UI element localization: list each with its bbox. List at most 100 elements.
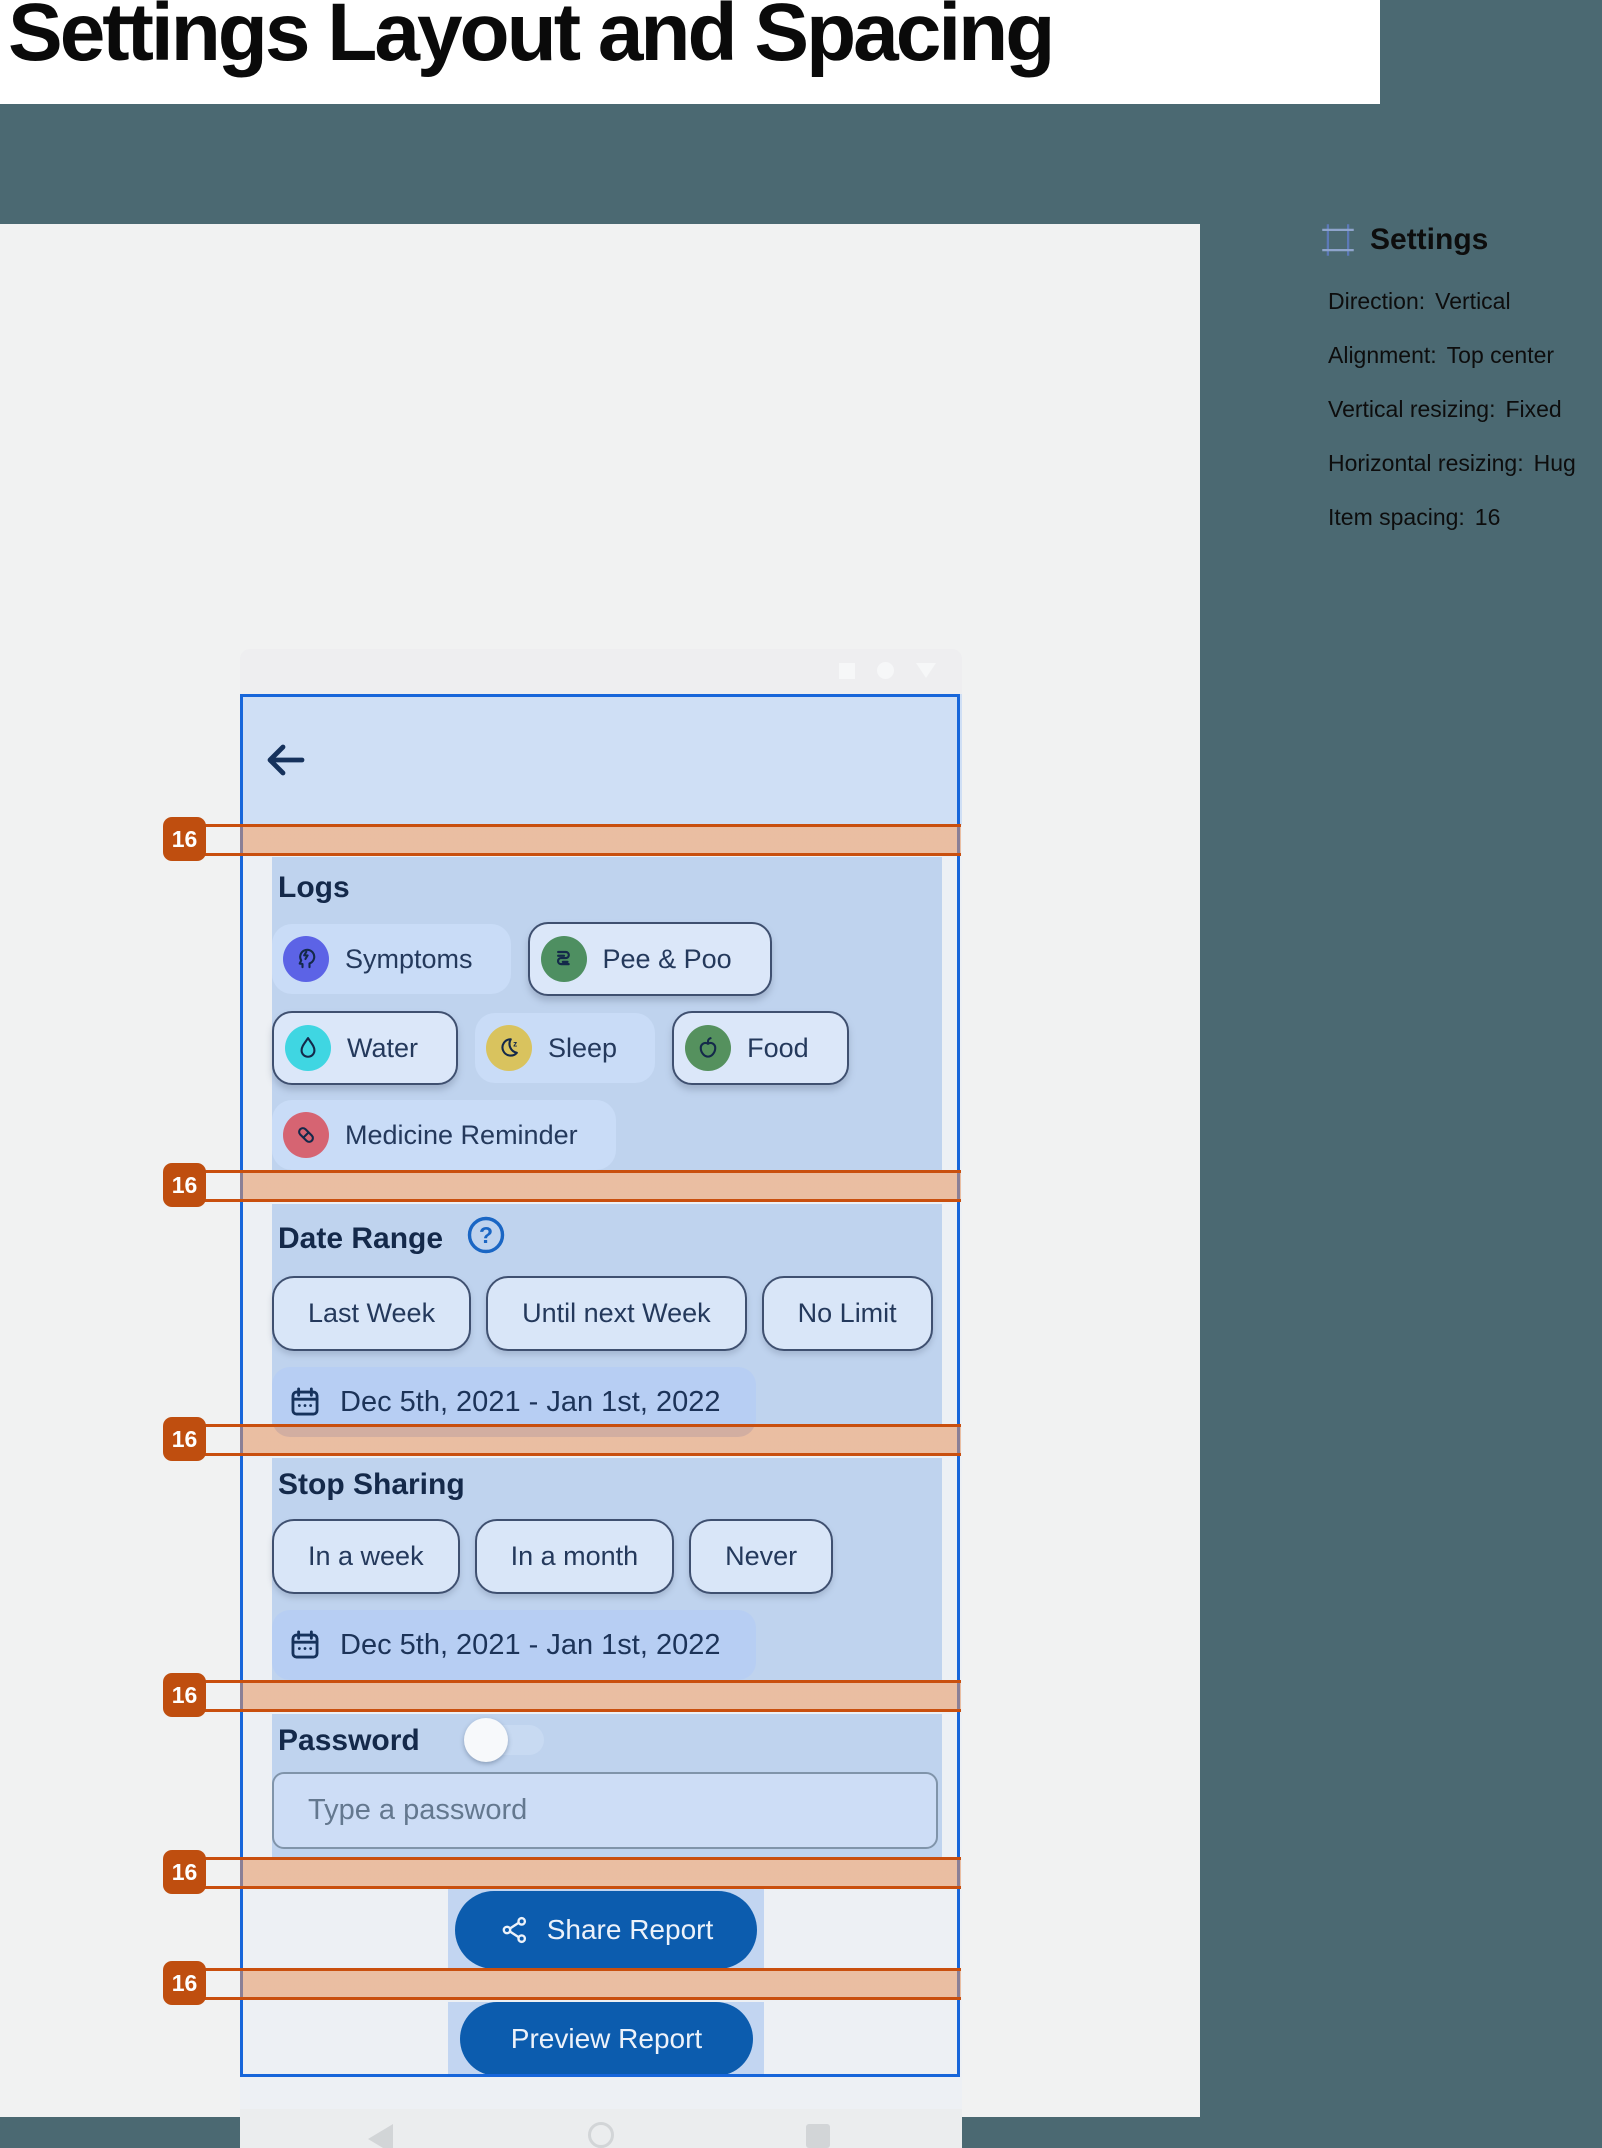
settings-inspector: Settings Direction: Vertical Alignment: To… <box>1320 222 1602 530</box>
option-no-limit[interactable]: No Limit <box>761 1276 933 1351</box>
svg-text:?: ? <box>479 1222 493 1248</box>
password-input[interactable]: Type a password <box>272 1772 938 1849</box>
share-icon <box>502 1916 526 1944</box>
chip-label: Medicine Reminder <box>345 1119 578 1150</box>
inspector-title: Settings <box>1370 223 1489 256</box>
chip-food[interactable]: Food <box>672 1011 849 1085</box>
droplet-icon <box>285 1025 331 1071</box>
spacing-band <box>204 1857 961 1889</box>
date-range-text: Dec 5th, 2021 - Jan 1st, 2022 <box>340 1385 721 1418</box>
spacing-band <box>204 1170 961 1202</box>
help-button[interactable]: ? <box>465 1214 507 1261</box>
preview-report-label: Preview Report <box>510 2023 703 2054</box>
inspector-row-vertical-resizing: Vertical resizing: Fixed <box>1328 396 1562 423</box>
spacing-marker: 16 <box>163 1961 206 2005</box>
status-circle-icon <box>877 662 894 679</box>
row-value: Vertical <box>1435 288 1511 314</box>
stop-sharing-options: In a week In a month Never <box>272 1519 942 1594</box>
chip-medicine-reminder[interactable]: Medicine Reminder <box>272 1100 616 1170</box>
logs-chip-row: Symptoms Pee & Poo <box>272 922 942 996</box>
spacing-band <box>204 1968 961 2000</box>
spacing-marker: 16 <box>163 1417 206 1461</box>
row-label: Vertical resizing: <box>1328 396 1496 422</box>
calendar-icon <box>291 1387 319 1416</box>
chip-label: Symptoms <box>345 943 473 974</box>
spacing-marker: 16 <box>163 1673 206 1717</box>
password-heading: Password <box>278 1724 420 1757</box>
chip-pee-poo[interactable]: Pee & Poo <box>527 922 772 996</box>
row-label: Horizontal resizing: <box>1328 450 1524 476</box>
chip-label: Food <box>747 1032 809 1063</box>
page-title: Settings Layout and Spacing <box>8 0 1055 78</box>
option-last-week[interactable]: Last Week <box>272 1276 472 1351</box>
date-range-heading: Date Range <box>278 1221 444 1255</box>
calendar-icon <box>291 1630 319 1659</box>
logs-heading: Logs <box>278 871 350 904</box>
back-button[interactable] <box>262 736 310 784</box>
logs-chip-row: Water z Sleep Food <box>272 1011 942 1085</box>
android-nav-bar <box>240 2109 962 2148</box>
status-square-icon <box>839 662 855 679</box>
moon-icon: z <box>486 1025 533 1071</box>
row-value: Fixed <box>1505 396 1562 422</box>
status-triangle-icon <box>916 663 936 678</box>
arrow-left-icon <box>267 744 305 776</box>
spacing-marker: 16 <box>163 1163 206 1207</box>
artboard-panel: Logs Symptoms Pee & Poo <box>0 224 1200 2148</box>
inspector-row-horizontal-resizing: Horizontal resizing: Hug <box>1328 450 1576 477</box>
option-never[interactable]: Never <box>689 1519 834 1594</box>
status-icons <box>839 662 936 679</box>
row-label: Item spacing: <box>1328 504 1465 530</box>
title-strip: Settings Layout and Spacing <box>0 0 1380 104</box>
question-mark-icon: ? <box>467 1216 505 1254</box>
section-logs: Logs Symptoms Pee & Poo <box>272 857 942 1172</box>
pill-icon <box>283 1112 329 1158</box>
spacing-marker: 16 <box>163 817 206 861</box>
row-label: Direction: <box>1328 288 1426 314</box>
toggle-knob <box>463 1718 508 1762</box>
row-label: Alignment: <box>1328 342 1437 368</box>
section-stop-sharing: Stop Sharing In a week In a month Never … <box>272 1458 942 1682</box>
stop-sharing-heading: Stop Sharing <box>278 1468 465 1501</box>
share-report-button[interactable]: Share Report <box>455 1891 757 1969</box>
head-lightning-icon <box>283 936 329 982</box>
logs-chip-row: Medicine Reminder <box>272 1100 942 1170</box>
chip-label: Water <box>347 1032 419 1063</box>
date-range-options: Last Week Until next Week No Limit <box>272 1276 942 1351</box>
chip-label: Pee & Poo <box>602 943 732 974</box>
inspector-row-alignment: Alignment: Top center <box>1328 342 1554 369</box>
auto-layout-frame-icon <box>1322 224 1354 256</box>
phone-mockup: Logs Symptoms Pee & Poo <box>240 649 962 2148</box>
share-report-label: Share Report <box>546 1914 714 1945</box>
nav-back-icon[interactable] <box>368 2124 393 2148</box>
nav-recents-icon[interactable] <box>806 2124 830 2148</box>
inspector-row-item-spacing: Item spacing: 16 <box>1328 504 1500 531</box>
app-header <box>240 694 962 825</box>
option-until-next-week[interactable]: Until next Week <box>486 1276 747 1351</box>
intestine-icon <box>540 936 587 982</box>
svg-text:z: z <box>513 1039 517 1048</box>
preview-report-button[interactable]: Preview Report <box>460 2002 753 2076</box>
row-value: Top center <box>1446 342 1555 368</box>
password-toggle[interactable] <box>463 1718 544 1762</box>
chip-sleep[interactable]: z Sleep <box>475 1013 656 1083</box>
row-value: 16 <box>1474 504 1501 530</box>
nav-home-icon[interactable] <box>588 2122 614 2148</box>
apple-icon <box>685 1025 732 1071</box>
inspector-row-direction: Direction: Vertical <box>1328 288 1511 315</box>
stop-sharing-date-value[interactable]: Dec 5th, 2021 - Jan 1st, 2022 <box>272 1610 757 1680</box>
status-bar <box>240 649 962 694</box>
spacing-band <box>204 1424 961 1456</box>
row-value: Hug <box>1533 450 1576 476</box>
spacing-marker: 16 <box>163 1850 206 1894</box>
chip-label: Sleep <box>548 1032 618 1063</box>
option-in-a-week[interactable]: In a week <box>272 1519 460 1594</box>
section-date-range: Date Range ? Last Week Until next Week N… <box>272 1204 942 1437</box>
spacing-band <box>204 824 961 856</box>
chip-symptoms[interactable]: Symptoms <box>272 924 511 994</box>
stop-sharing-date-text: Dec 5th, 2021 - Jan 1st, 2022 <box>340 1628 721 1661</box>
spacing-band <box>204 1680 961 1712</box>
option-in-a-month[interactable]: In a month <box>474 1519 675 1594</box>
chip-water[interactable]: Water <box>272 1011 459 1085</box>
